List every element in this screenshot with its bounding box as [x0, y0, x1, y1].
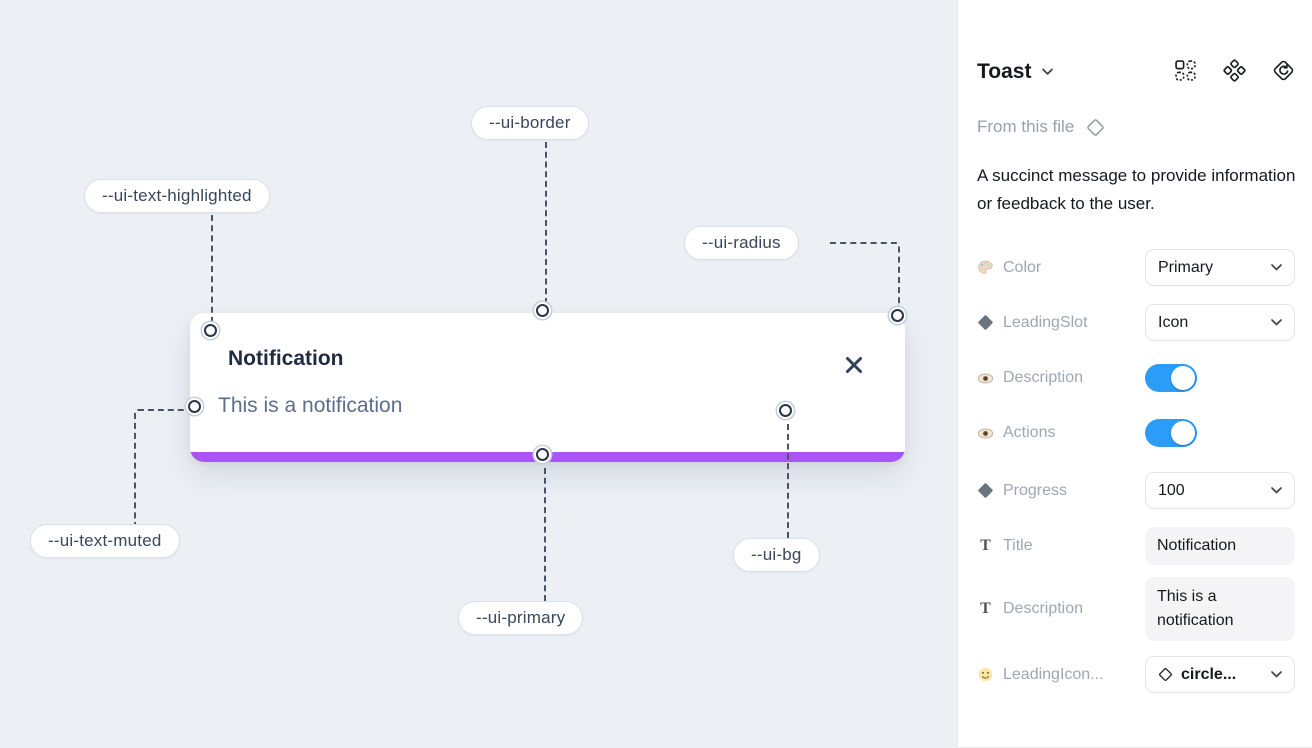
connector-line-bg — [787, 424, 789, 538]
toast-description: This is a notification — [218, 394, 403, 417]
prop-label-leadingicon: LeadingIcon... — [1003, 665, 1104, 683]
toggle-knob — [1171, 421, 1195, 445]
prop-label-description: Description — [1003, 369, 1084, 386]
anchor-ui-border[interactable] — [536, 304, 549, 317]
actions-toggle[interactable] — [1145, 419, 1197, 447]
anchor-ui-primary[interactable] — [536, 448, 549, 461]
diamond-outline-icon — [1086, 118, 1105, 137]
anchor-ui-radius[interactable] — [891, 309, 904, 322]
close-icon[interactable] — [843, 354, 865, 376]
eye-icon — [977, 370, 994, 387]
text-prop-icon: T — [980, 600, 991, 617]
connector-line-border — [545, 142, 547, 304]
diamond-outline-icon — [1158, 667, 1173, 682]
var-pill-ui-primary[interactable]: --ui-primary — [458, 601, 584, 635]
variant-diamond-icon — [977, 314, 994, 331]
prop-row-actions-toggle: Actions — [977, 419, 1295, 447]
component-library-icon[interactable] — [1223, 59, 1246, 82]
chevron-down-icon[interactable] — [1042, 68, 1054, 76]
canvas[interactable]: --ui-border --ui-text-highlighted --ui-r… — [0, 0, 957, 748]
toast-title: Notification — [228, 347, 344, 370]
connector-line-primary — [544, 468, 546, 601]
color-select[interactable]: Primary — [1145, 249, 1295, 286]
component-props-icon[interactable] — [1174, 59, 1197, 82]
leadingicon-select[interactable]: circle... — [1145, 656, 1295, 693]
anchor-ui-text-highlighted[interactable] — [204, 324, 217, 337]
smiley-icon — [977, 666, 994, 683]
anchor-ui-bg[interactable] — [779, 404, 792, 417]
chevron-down-icon — [1271, 319, 1282, 326]
connector-line-radius — [830, 242, 900, 307]
var-pill-ui-bg[interactable]: --ui-bg — [733, 538, 820, 572]
source-label: From this file — [977, 117, 1075, 136]
prop-row-leadingslot: LeadingSlot Icon — [977, 304, 1295, 341]
prop-row-leadingicon: LeadingIcon... circle... — [977, 656, 1295, 693]
prop-label-color: Color — [1003, 258, 1042, 276]
var-pill-ui-border[interactable]: --ui-border — [471, 106, 589, 140]
prop-row-description-toggle: Description — [977, 364, 1295, 392]
progress-select[interactable]: 100 — [1145, 472, 1295, 509]
text-prop-icon: T — [980, 537, 991, 554]
var-pill-ui-radius[interactable]: --ui-radius — [684, 226, 799, 260]
chevron-down-icon — [1271, 671, 1282, 678]
instance-swap-icon[interactable] — [1272, 59, 1295, 82]
connector-line-text-highlighted — [211, 215, 213, 323]
var-pill-ui-text-highlighted[interactable]: --ui-text-highlighted — [84, 179, 270, 213]
toggle-knob — [1171, 366, 1195, 390]
anchor-ui-text-muted[interactable] — [188, 400, 201, 413]
toast-component[interactable]: Notification This is a notification — [190, 313, 905, 462]
palette-icon — [977, 259, 994, 276]
properties-panel: Toast — [957, 0, 1312, 748]
prop-row-title: T Title Notification — [977, 527, 1295, 565]
component-description: A succinct message to provide informatio… — [977, 166, 1296, 213]
prop-row-progress: Progress 100 — [977, 472, 1295, 509]
variant-diamond-icon — [977, 482, 994, 499]
leadingslot-select[interactable]: Icon — [1145, 304, 1295, 341]
description-toggle[interactable] — [1145, 364, 1197, 392]
chevron-down-icon — [1271, 487, 1282, 494]
prop-label-title: Title — [1003, 537, 1033, 554]
connector-line-text-muted — [134, 409, 186, 524]
prop-row-color: Color Primary — [977, 249, 1295, 286]
prop-label-progress: Progress — [1003, 481, 1068, 499]
component-title[interactable]: Toast — [977, 60, 1032, 83]
prop-row-description-text: T Description This is a notification — [977, 577, 1295, 641]
var-pill-ui-text-muted[interactable]: --ui-text-muted — [30, 524, 180, 558]
prop-label-description-text: Description — [1003, 600, 1084, 617]
eye-icon — [977, 425, 994, 442]
title-text-field[interactable]: Notification — [1145, 527, 1295, 565]
prop-label-actions: Actions — [1003, 424, 1056, 441]
description-text-field[interactable]: This is a notification — [1145, 577, 1295, 641]
prop-label-leadingslot: LeadingSlot — [1003, 313, 1088, 331]
chevron-down-icon — [1271, 264, 1282, 271]
